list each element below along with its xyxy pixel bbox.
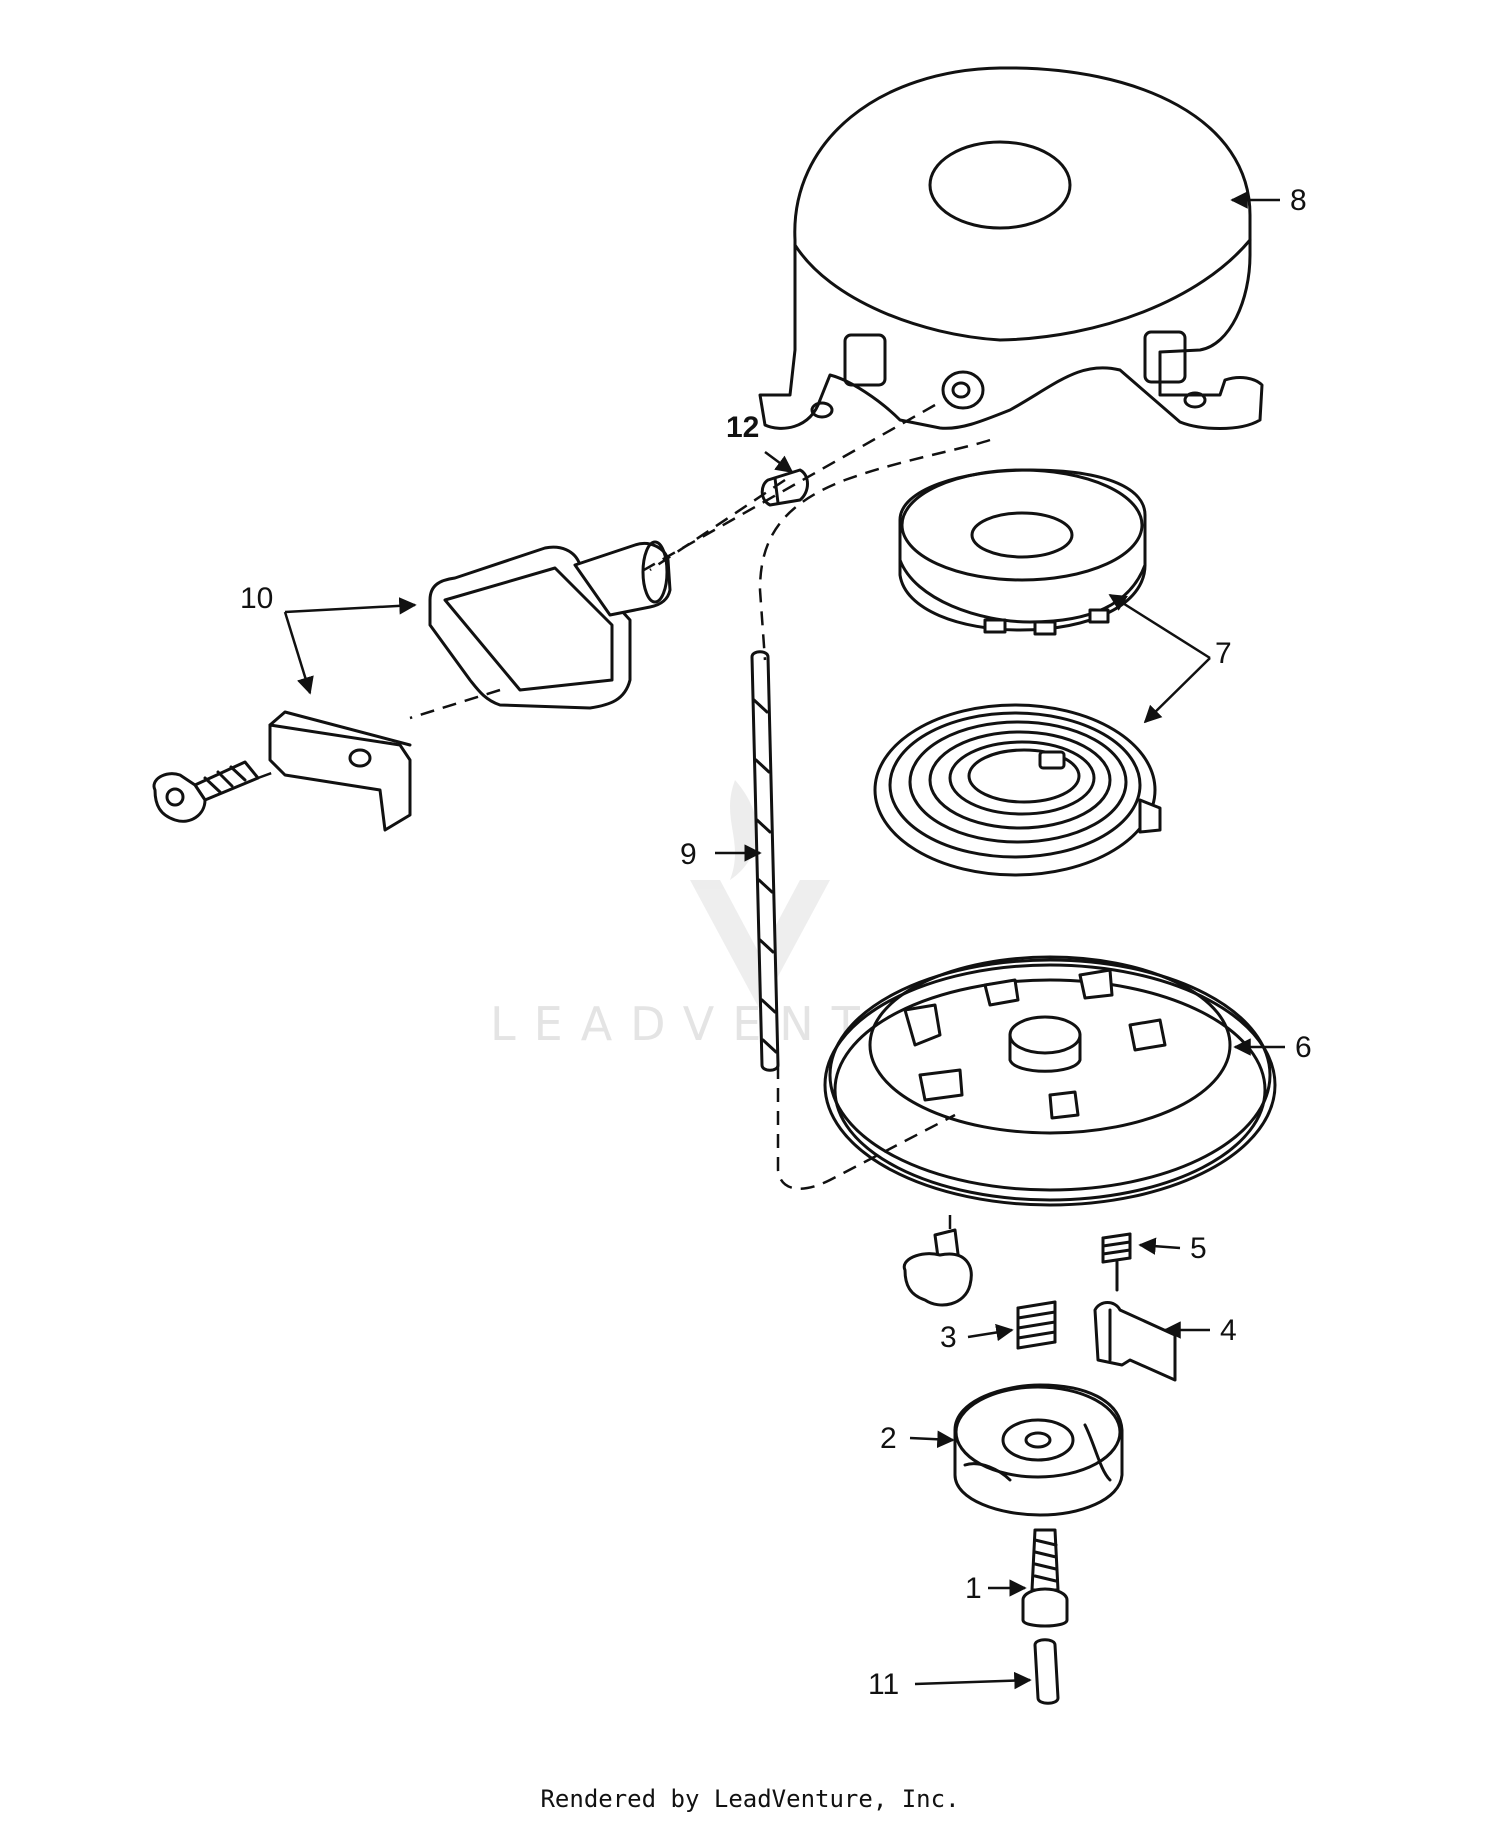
retainer-screw (902, 1228, 973, 1307)
callout-9: 9 (680, 838, 697, 871)
leader-lines (283, 191, 1285, 1690)
callout-3: 3 (940, 1321, 957, 1354)
callout-11: 11 (868, 1668, 899, 1701)
callout-10: 10 (240, 582, 273, 615)
callout-5: 5 (1190, 1232, 1207, 1265)
callouts: 8 12 10 7 9 6 5 4 3 2 1 11 (240, 184, 1312, 1701)
callout-1: 1 (965, 1572, 982, 1605)
callout-8: 8 (1290, 184, 1307, 217)
callout-12: 12 (726, 411, 759, 444)
callout-6: 6 (1295, 1031, 1312, 1064)
housing-part-8 (758, 66, 1264, 430)
footer-credit: Rendered by LeadVenture, Inc. (540, 1785, 960, 1813)
callout-4: 4 (1220, 1314, 1237, 1347)
screw-part-1 (1021, 1528, 1069, 1628)
pulley-part-6 (823, 955, 1277, 1207)
pawl-part-4 (1093, 1301, 1177, 1382)
housing-top-cap (928, 140, 1072, 230)
callout-2: 2 (880, 1422, 897, 1455)
assembly-lines (257, 403, 991, 1235)
spring-cup-part-7 (898, 468, 1147, 636)
callout-7: 7 (1215, 637, 1232, 670)
cam-part-2 (953, 1383, 1124, 1517)
spring-part-3 (1016, 1300, 1057, 1350)
recoil-spring-part-7 (873, 703, 1162, 877)
housing-bushing (941, 370, 985, 410)
pin-part-11 (1033, 1638, 1060, 1705)
small-spring-part-5 (1101, 1232, 1132, 1292)
handle-part-10 (152, 540, 672, 832)
